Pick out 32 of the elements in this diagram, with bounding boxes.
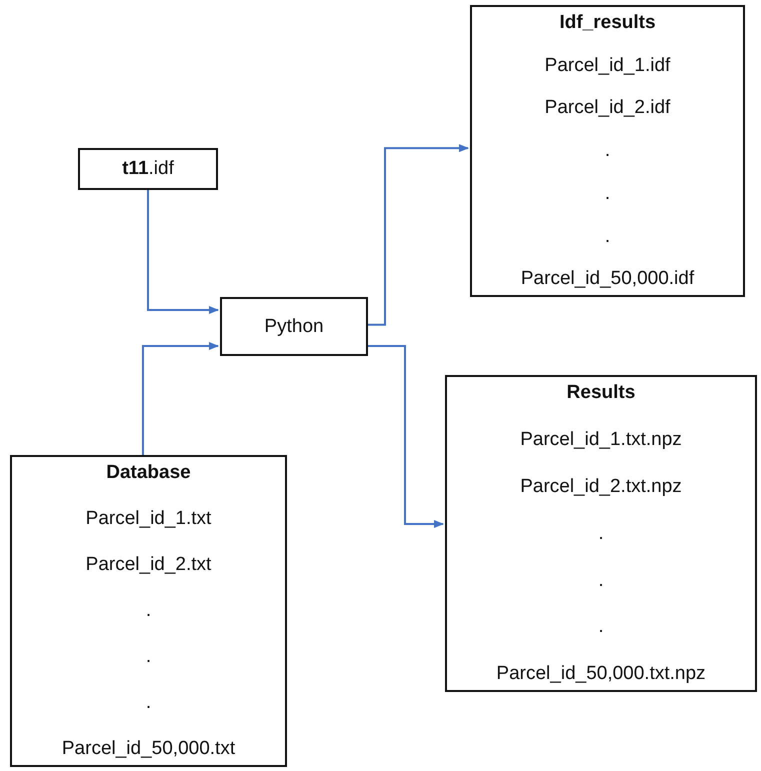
file-name: . [598,568,604,592]
process-box [220,297,368,356]
file-name: . [604,224,610,248]
file-name: . [604,182,610,206]
arrow [368,144,469,326]
file-list-box [10,455,287,767]
box-label: t11.idf [122,157,174,181]
file-name: . [146,599,152,623]
file-list-box [445,375,757,692]
file-name: . [604,139,610,163]
file-name: Parcel_id_50,000.txt [62,737,236,761]
file-list-box [470,5,745,297]
box-heading: Database [106,461,191,485]
file-name: Parcel_id_1.txt.npz [520,428,682,452]
file-name: . [146,645,152,669]
box-heading: Idf_results [559,11,656,35]
file-name: . [598,522,604,546]
arrow [147,190,219,314]
file-name: Parcel_id_50,000.idf [520,267,694,291]
arrow [142,342,219,455]
file-name: . [146,691,152,715]
file-name: Parcel_id_2.txt.npz [520,474,682,498]
file-name: Parcel_id_1.txt [86,507,212,531]
box-label: Python [264,314,324,338]
file-name: Parcel_id_2.idf [544,96,670,120]
file-name: Parcel_id_50,000.txt.npz [496,662,706,686]
box-heading: Results [566,381,636,405]
file-name: . [598,615,604,640]
file-name: Parcel_id_1.idf [544,54,670,78]
arrow [368,344,444,528]
process-box [78,148,218,190]
file-name: Parcel_id_2.txt [86,553,212,577]
